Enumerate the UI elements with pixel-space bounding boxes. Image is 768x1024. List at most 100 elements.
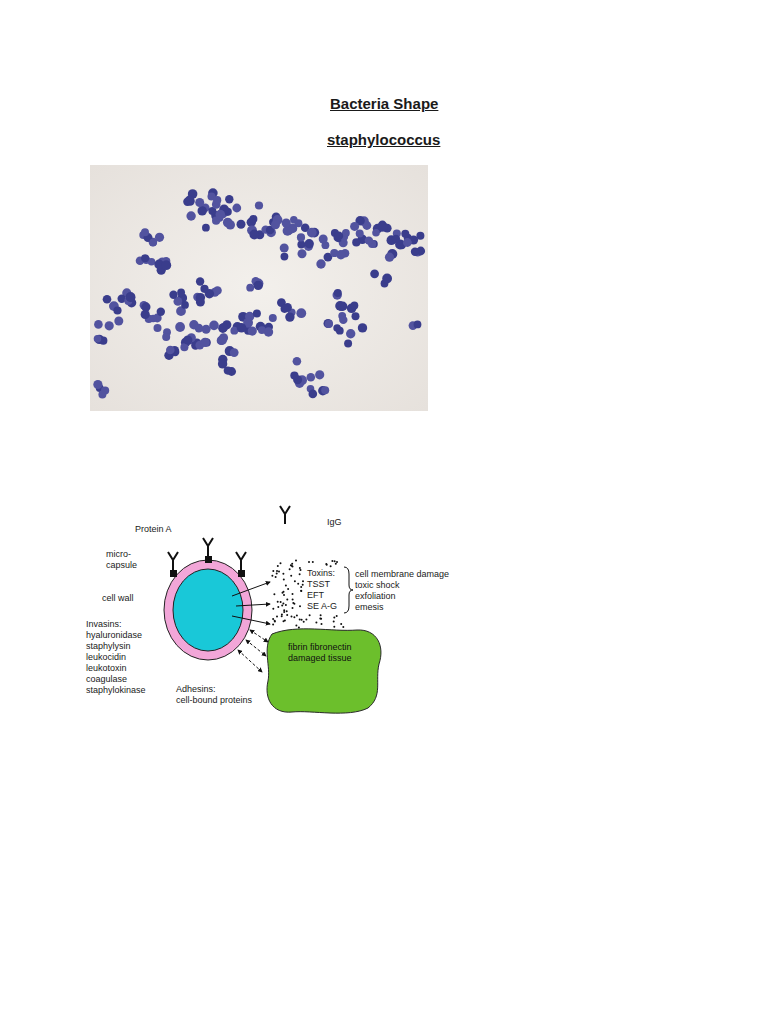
toxin-dot: [283, 591, 285, 593]
toxin-dot: [280, 601, 282, 603]
toxin-dot: [283, 611, 285, 613]
coccus: [103, 295, 112, 304]
effect-brace: [344, 567, 353, 613]
toxin-dot: [276, 573, 278, 575]
toxin-dot: [277, 601, 279, 603]
toxin-dot: [272, 618, 274, 620]
coccus: [254, 281, 263, 290]
toxin-dot: [309, 614, 311, 616]
page-title: Bacteria Shape: [330, 95, 438, 113]
cocci-clusters: [93, 188, 425, 398]
coccus: [411, 248, 419, 256]
coccus: [346, 329, 355, 338]
coccus: [216, 210, 226, 220]
coccus: [309, 390, 318, 399]
coccus: [344, 340, 352, 348]
toxin-dot: [291, 616, 293, 618]
coccus: [226, 220, 235, 229]
part-label: Protein A: [135, 524, 172, 535]
toxin-dot: [287, 588, 289, 590]
coccus: [282, 219, 291, 228]
coccus: [414, 321, 422, 329]
toxin-dot: [302, 584, 304, 586]
toxin-dot: [272, 624, 274, 626]
toxin-dot: [285, 585, 287, 587]
toxin-dot: [321, 623, 323, 625]
toxin-dot: [305, 619, 307, 621]
toxin-dot: [333, 621, 335, 623]
toxin-dot: [297, 583, 299, 585]
coccus: [225, 195, 233, 203]
toxin-dot: [277, 565, 279, 567]
coccus: [114, 317, 123, 326]
toxin-dot: [298, 627, 300, 629]
coccus: [200, 285, 208, 293]
coccus: [105, 321, 114, 330]
coccus: [325, 320, 333, 328]
coccus: [316, 259, 325, 268]
toxin-dot: [300, 590, 302, 592]
coccus: [352, 238, 360, 246]
toxin-dot: [336, 615, 338, 617]
toxin-dot: [282, 573, 284, 575]
effect-label: exfoliation: [355, 591, 396, 602]
coccus: [126, 292, 136, 302]
toxin-dot: [342, 626, 344, 628]
coccus: [334, 289, 342, 297]
group-heading: Invasins:: [86, 619, 122, 630]
toxin-dot: [274, 620, 276, 622]
coccus: [324, 319, 333, 328]
coccus: [141, 228, 149, 236]
coccus: [224, 367, 232, 375]
toxin-dot: [283, 609, 285, 611]
toxin-dot: [299, 567, 301, 569]
coccus: [195, 341, 204, 350]
coccus: [248, 327, 257, 336]
group-heading: Adhesins:: [176, 684, 216, 695]
toxin-dot: [326, 564, 328, 566]
coccus: [356, 230, 364, 238]
toxin-dot: [295, 624, 297, 626]
micrograph-ground: [90, 165, 428, 411]
coccus: [198, 206, 207, 215]
tissue-outline: [262, 626, 386, 716]
toxin-dot: [291, 565, 293, 567]
toxin-dot: [325, 563, 327, 565]
coccus: [195, 198, 204, 207]
factor-label: leukocidin: [86, 652, 126, 663]
coccus: [149, 315, 157, 323]
coccus: [401, 230, 409, 238]
coccus: [202, 224, 210, 232]
toxin-dot: [331, 560, 333, 562]
group-heading: Toxins:: [306, 568, 336, 579]
toxin-dot: [281, 614, 283, 616]
toxin-label: TSST: [306, 579, 331, 590]
coccus: [297, 241, 305, 249]
toxin-dot: [286, 599, 288, 601]
protein-a-marks: [170, 556, 245, 577]
coccus: [93, 380, 102, 389]
toxin-dot: [300, 586, 302, 588]
coccus: [166, 346, 175, 355]
coccus: [169, 291, 177, 299]
coccus: [334, 231, 343, 240]
toxin-dot: [292, 599, 294, 601]
coccus: [385, 253, 394, 262]
coccus: [237, 220, 246, 229]
coccus: [269, 314, 277, 322]
coccus: [249, 215, 257, 223]
coccus: [281, 305, 289, 313]
toxin-dot: [308, 561, 310, 563]
coccus: [113, 306, 121, 314]
toxin-dot: [292, 602, 294, 604]
effect-label: cell membrane damage: [355, 569, 449, 580]
coccus: [271, 220, 280, 229]
coccus: [365, 236, 373, 244]
factor-label: staphylokinase: [86, 685, 146, 696]
toxin-dot: [319, 618, 321, 620]
toxin-dot: [271, 575, 273, 577]
toxin-arrows: [232, 582, 270, 624]
coccus: [213, 286, 222, 295]
toxin-dots: [271, 560, 344, 629]
